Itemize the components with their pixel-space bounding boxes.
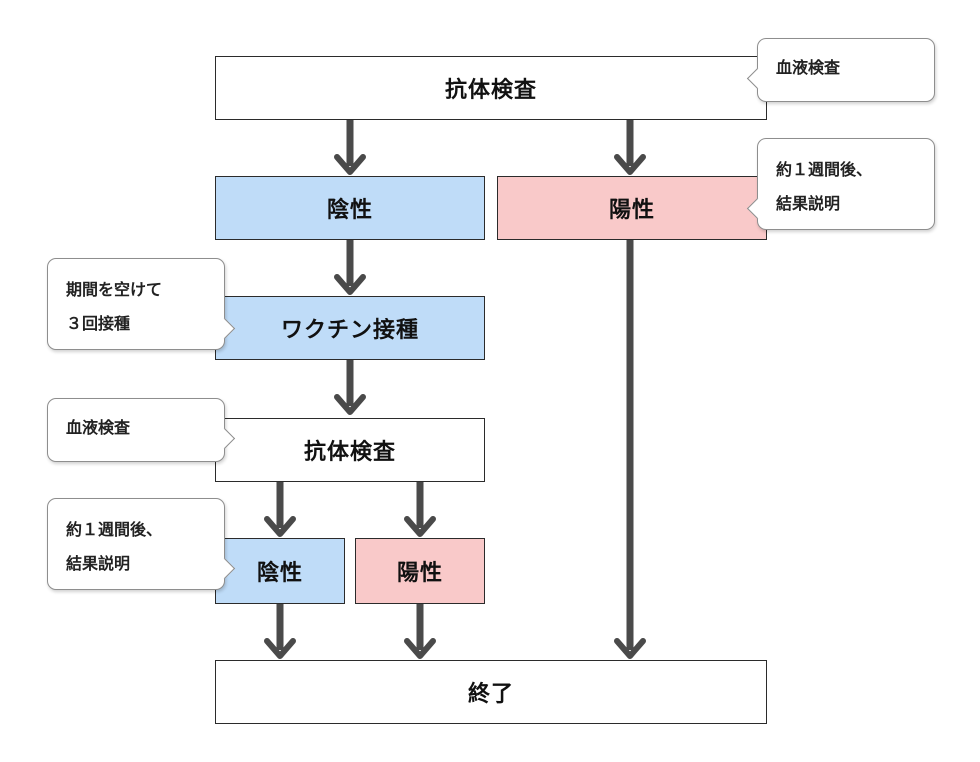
vaccination-label: ワクチン接種 (280, 318, 419, 343)
note-text: ３回接種 (66, 314, 131, 333)
end-box: 終了 (215, 660, 767, 724)
note-text: 結果説明 (776, 194, 841, 213)
note-text: 期間を空けて (66, 280, 163, 299)
arrowhead (404, 516, 436, 537)
positive-label: 陽性 (608, 198, 655, 223)
result-explanation-note-2: 約１週間後、 結果説明 (47, 498, 236, 590)
positive-box: 陽性 (497, 176, 767, 240)
negative-label-2: 陰性 (256, 561, 303, 586)
negative-box-2: 陰性 (215, 538, 345, 604)
negative-label: 陰性 (326, 198, 373, 223)
arrowhead (334, 274, 366, 295)
arrowhead (614, 154, 646, 175)
arrowhead (264, 516, 296, 537)
blood-test-note: 血液検査 (746, 38, 935, 102)
antibody-test-box-2: 抗体検査 (215, 418, 485, 482)
antibody-test-label-2: 抗体検査 (303, 440, 396, 465)
antibody-test-label: 抗体検査 (444, 78, 537, 103)
note-text: 約１週間後、 (776, 160, 873, 179)
arrowhead (614, 638, 646, 659)
arrowhead (334, 394, 366, 415)
arrowhead (334, 154, 366, 175)
arrowhead (264, 638, 296, 659)
positive-box-2: 陽性 (355, 538, 485, 604)
result-explanation-note: 約１週間後、 結果説明 (746, 138, 935, 230)
arrowhead (404, 638, 436, 659)
note-text: 結果説明 (66, 554, 131, 573)
interval-note: 期間を空けて ３回接種 (47, 258, 236, 350)
note-text: 約１週間後、 (66, 520, 163, 539)
vaccination-box: ワクチン接種 (215, 296, 485, 360)
blood-test-note-2: 血液検査 (47, 398, 236, 462)
positive-label-2: 陽性 (396, 561, 443, 586)
note-text: 血液検査 (776, 58, 841, 77)
note-text: 血液検査 (66, 418, 131, 437)
end-label: 終了 (467, 682, 514, 707)
negative-box: 陰性 (215, 176, 485, 240)
antibody-test-box: 抗体検査 (215, 56, 767, 120)
